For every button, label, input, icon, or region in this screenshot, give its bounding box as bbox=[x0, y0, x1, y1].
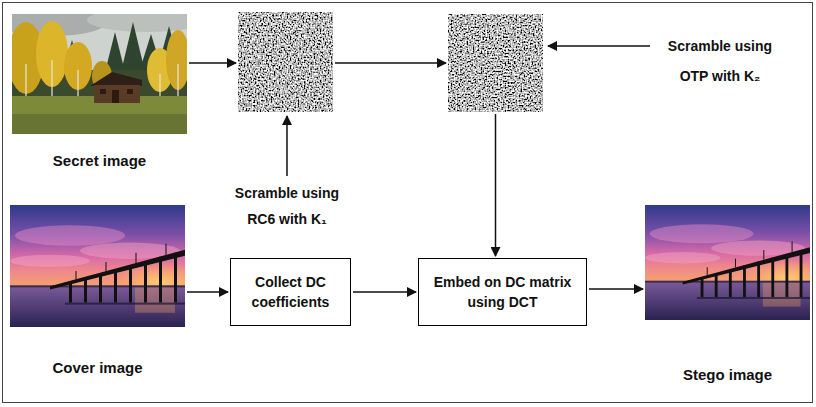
picture bbox=[10, 205, 185, 327]
image-caption: Stego image bbox=[605, 366, 816, 383]
box-label: Collect DC coefficients bbox=[237, 272, 344, 313]
flow-arrow bbox=[187, 291, 228, 293]
step-note: Scramble using RC6 with K₁ bbox=[227, 180, 347, 232]
box-label: Embed on DC matrix using DCT bbox=[425, 272, 580, 313]
image-node: Secret image bbox=[12, 14, 187, 134]
step-note: Scramble using OTP with K₂ bbox=[660, 31, 780, 91]
image-caption: Secret image bbox=[0, 152, 227, 169]
process-box: Collect DC coefficients bbox=[230, 258, 351, 326]
leader-arrow bbox=[286, 116, 288, 176]
leader-arrow bbox=[548, 45, 650, 47]
flow-arrow bbox=[495, 114, 497, 256]
flow-arrow bbox=[353, 291, 416, 293]
image-caption: Cover image bbox=[0, 359, 225, 376]
picture bbox=[448, 14, 543, 112]
image-node: Cover image bbox=[10, 205, 185, 327]
image-node: Stego image bbox=[645, 205, 810, 320]
flow-arrow bbox=[589, 288, 643, 290]
flow-arrow bbox=[189, 62, 236, 64]
process-box: Embed on DC matrix using DCT bbox=[418, 258, 587, 326]
picture bbox=[238, 12, 333, 112]
image-node bbox=[238, 12, 333, 112]
image-node bbox=[448, 14, 543, 112]
picture bbox=[645, 205, 810, 320]
picture bbox=[12, 14, 187, 134]
flow-arrow bbox=[335, 62, 446, 64]
